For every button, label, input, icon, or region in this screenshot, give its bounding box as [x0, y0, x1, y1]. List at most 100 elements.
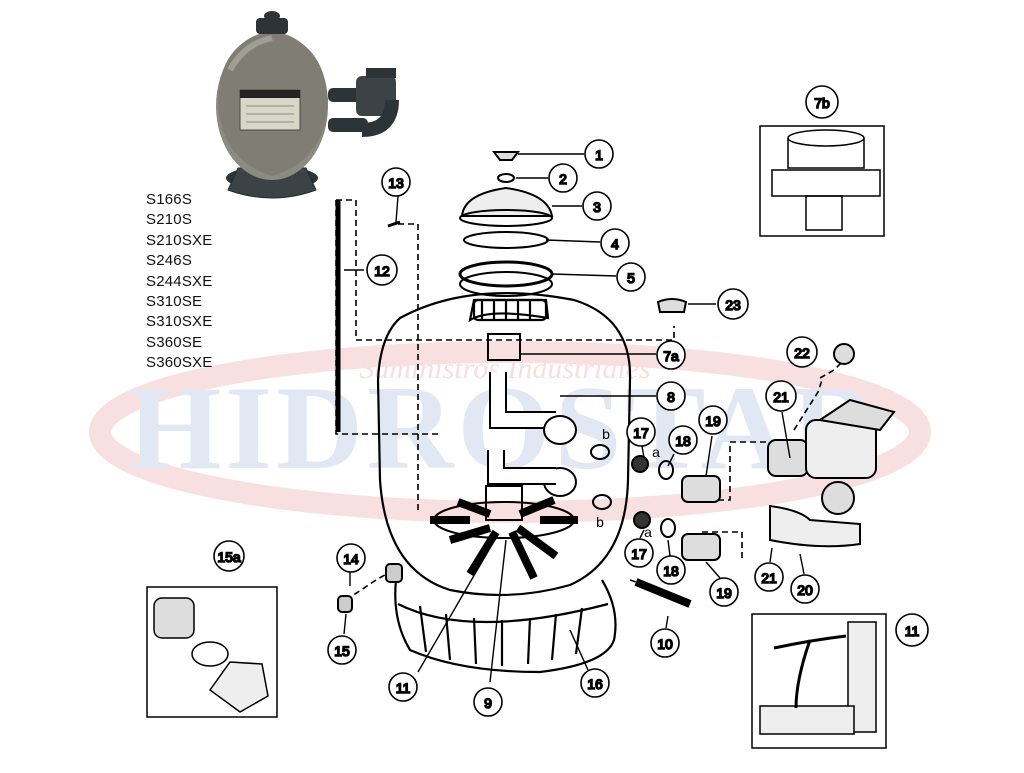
svg-text:1: 1	[595, 147, 603, 163]
top-parts	[458, 151, 688, 313]
multiport-valve	[767, 343, 896, 548]
plug-part-23	[656, 298, 688, 313]
callout-2: 2	[548, 163, 578, 193]
inset-7b	[759, 125, 885, 237]
callout-7b: 7b	[805, 85, 839, 119]
callout-17a: 17	[626, 417, 656, 447]
model-item: S210S	[146, 211, 193, 229]
callout-10: 10	[650, 628, 680, 658]
clamp-part-5	[458, 260, 554, 288]
model-item: S166S	[146, 191, 193, 208]
svg-text:20: 20	[797, 582, 813, 598]
svg-text:11: 11	[905, 623, 920, 639]
inset-7b-frame	[759, 125, 885, 237]
model-item: S360SE	[146, 333, 203, 351]
callout-17b: 17	[624, 538, 654, 568]
svg-text:2: 2	[559, 171, 567, 187]
model-item: S310SXE	[146, 313, 213, 331]
callout-5: 5	[616, 262, 646, 292]
watermark: HIDROSTAR Suministros Industriales	[89, 341, 931, 523]
callout-20: 20	[790, 574, 820, 604]
callout-15a: 15a	[213, 540, 245, 572]
svg-text:7a: 7a	[663, 348, 679, 364]
label-b-lower: b	[596, 514, 604, 530]
callout-14: 14	[336, 543, 366, 573]
filter-tank	[376, 292, 632, 674]
callout-3: 3	[582, 191, 612, 221]
label-a-upper: a	[652, 444, 660, 460]
svg-text:9: 9	[484, 695, 492, 711]
callout-21b: 21	[754, 562, 784, 592]
svg-text:23: 23	[725, 297, 741, 313]
callout-11-inset: 11	[895, 613, 929, 647]
gauge-part-22	[833, 343, 855, 365]
svg-text:18: 18	[663, 563, 679, 579]
svg-text:13: 13	[388, 175, 404, 191]
model-item: S360SXE	[146, 354, 213, 372]
callout-19a: 19	[698, 405, 728, 435]
callout-13: 13	[381, 167, 411, 197]
lid-part-3	[460, 186, 554, 217]
svg-text:7b: 7b	[814, 95, 830, 111]
callout-23: 23	[717, 288, 749, 320]
callout-1: 1	[584, 139, 614, 169]
svg-text:17: 17	[631, 546, 647, 562]
callout-16: 16	[580, 668, 610, 698]
inset-11-frame	[751, 613, 887, 749]
callout-4: 4	[600, 228, 630, 258]
svg-text:18: 18	[675, 433, 691, 449]
label-b-upper: b	[602, 426, 610, 442]
callout-9: 9	[473, 687, 503, 717]
side-parts	[335, 200, 721, 613]
model-item: S246S	[146, 252, 193, 270]
tank-base	[394, 579, 617, 674]
svg-text:12: 12	[374, 263, 390, 279]
product-photo-filter	[216, 11, 399, 199]
callout-8: 8	[656, 381, 686, 411]
cap-part-1	[492, 151, 520, 161]
svg-text:15a: 15a	[217, 549, 241, 565]
callout-21a: 21	[765, 380, 797, 412]
callout-22: 22	[786, 336, 818, 368]
tank-shell	[376, 292, 632, 597]
callout-12: 12	[366, 254, 398, 286]
svg-text:19: 19	[705, 413, 721, 429]
callout-11: 11	[388, 672, 418, 702]
oring-part-2	[497, 173, 515, 183]
callout-15: 15	[327, 635, 357, 665]
inset-15a-frame	[146, 586, 278, 718]
svg-text:19: 19	[716, 585, 732, 601]
union-19a	[681, 475, 721, 503]
svg-text:21: 21	[773, 389, 789, 405]
svg-text:22: 22	[794, 345, 810, 361]
svg-text:16: 16	[587, 676, 603, 692]
svg-text:8: 8	[667, 389, 675, 405]
inset-11	[751, 613, 887, 749]
model-list: S166S S210S S210SXE S246S S244SXE S310SE…	[146, 190, 212, 374]
callout-19b: 19	[709, 577, 739, 607]
callout-18a: 18	[668, 425, 698, 455]
svg-text:21: 21	[761, 570, 777, 586]
svg-text:14: 14	[343, 551, 359, 567]
union-19b	[681, 533, 721, 561]
svg-text:15: 15	[334, 643, 350, 659]
inset-15a	[146, 586, 278, 718]
label-a-lower: a	[644, 524, 652, 540]
callout-leaders	[343, 153, 805, 683]
internals	[430, 333, 578, 580]
callouts: 1 2 3 4 5 23 7a 8 17 18 19 17 18 19 22 2…	[213, 85, 929, 717]
svg-text:11: 11	[396, 680, 411, 696]
callout-7a: 7a	[656, 340, 686, 370]
drain-cap	[385, 563, 403, 583]
svg-text:4: 4	[611, 236, 619, 252]
oring-part-4	[463, 231, 549, 249]
svg-text:17: 17	[633, 425, 649, 441]
svg-text:3: 3	[593, 199, 601, 215]
callout-18b: 18	[656, 555, 686, 585]
watermark-ring	[89, 341, 931, 523]
model-item: S310SE	[146, 293, 203, 311]
diffuser-7a	[487, 333, 521, 361]
svg-text:5: 5	[627, 270, 635, 286]
